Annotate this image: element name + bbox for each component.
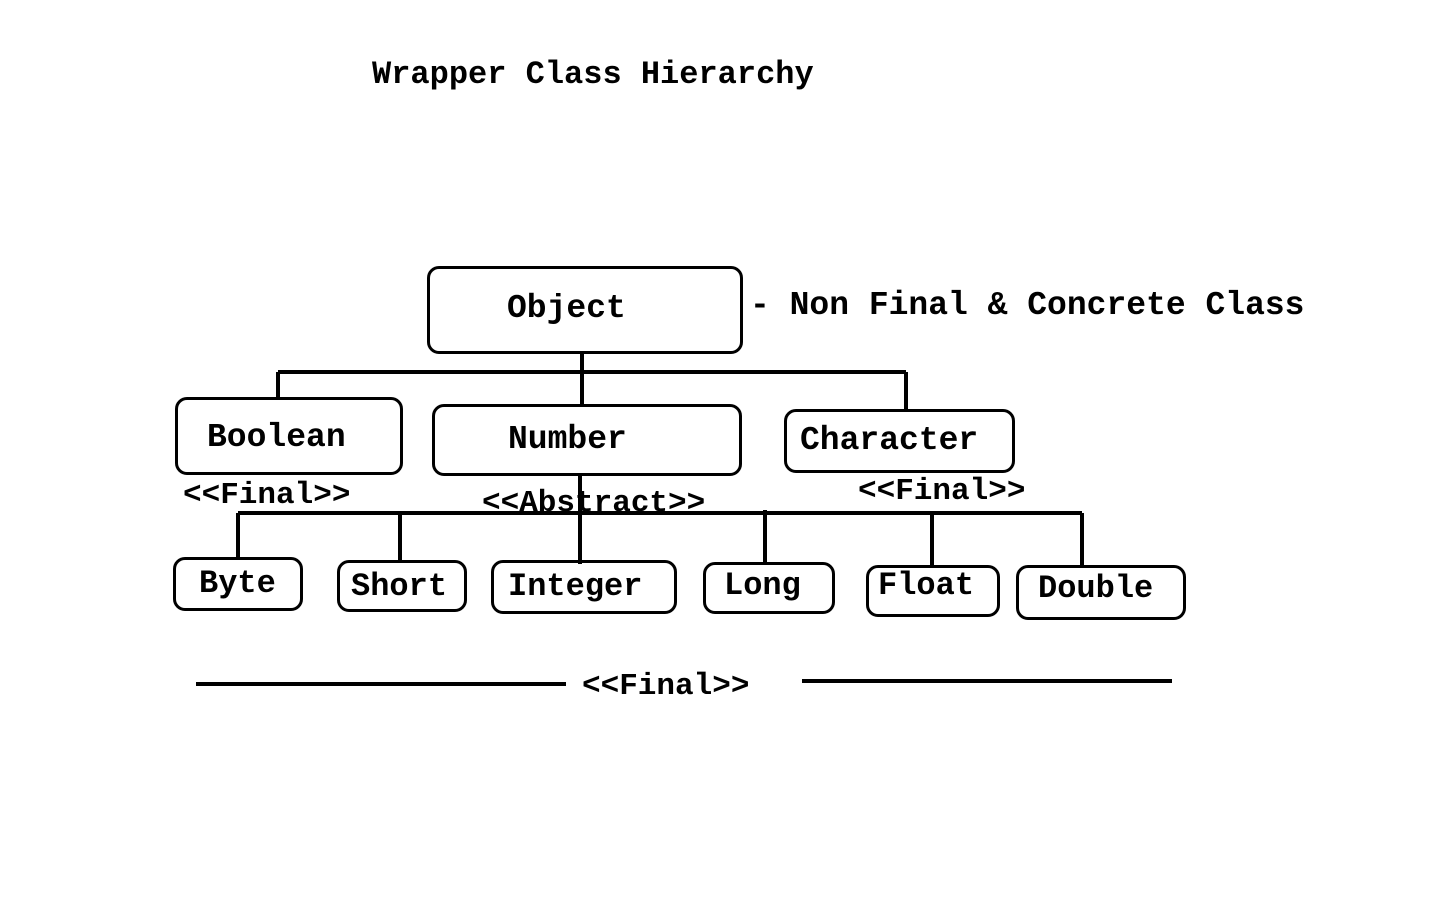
- number-stereotype: <<Abstract>>: [482, 486, 706, 521]
- node-short: [337, 560, 467, 612]
- character-stereotype: <<Final>>: [858, 474, 1026, 509]
- node-number: [432, 404, 742, 476]
- diagram-title: Wrapper Class Hierarchy: [372, 56, 814, 93]
- node-short-label: Short: [351, 568, 448, 605]
- node-character: [784, 409, 1015, 473]
- node-integer-label: Integer: [508, 568, 643, 605]
- node-byte: [173, 557, 303, 611]
- bottom-stereotype: <<Final>>: [582, 669, 750, 704]
- node-number-label: Number: [508, 421, 627, 458]
- boolean-stereotype: <<Final>>: [183, 478, 351, 513]
- node-object: [427, 266, 743, 354]
- node-byte-label: Byte: [199, 565, 276, 602]
- node-float-label: Float: [878, 567, 975, 604]
- node-boolean: [175, 397, 403, 475]
- node-object-label: Object: [507, 290, 626, 327]
- node-character-label: Character: [800, 422, 979, 459]
- node-double-label: Double: [1038, 570, 1154, 607]
- node-boolean-label: Boolean: [207, 419, 346, 456]
- node-float: [866, 565, 1000, 617]
- node-double: [1016, 565, 1186, 620]
- node-long-label: Long: [724, 567, 801, 604]
- node-long: [703, 562, 835, 614]
- node-integer: [491, 560, 677, 614]
- object-annotation: - Non Final & Concrete Class: [750, 287, 1305, 324]
